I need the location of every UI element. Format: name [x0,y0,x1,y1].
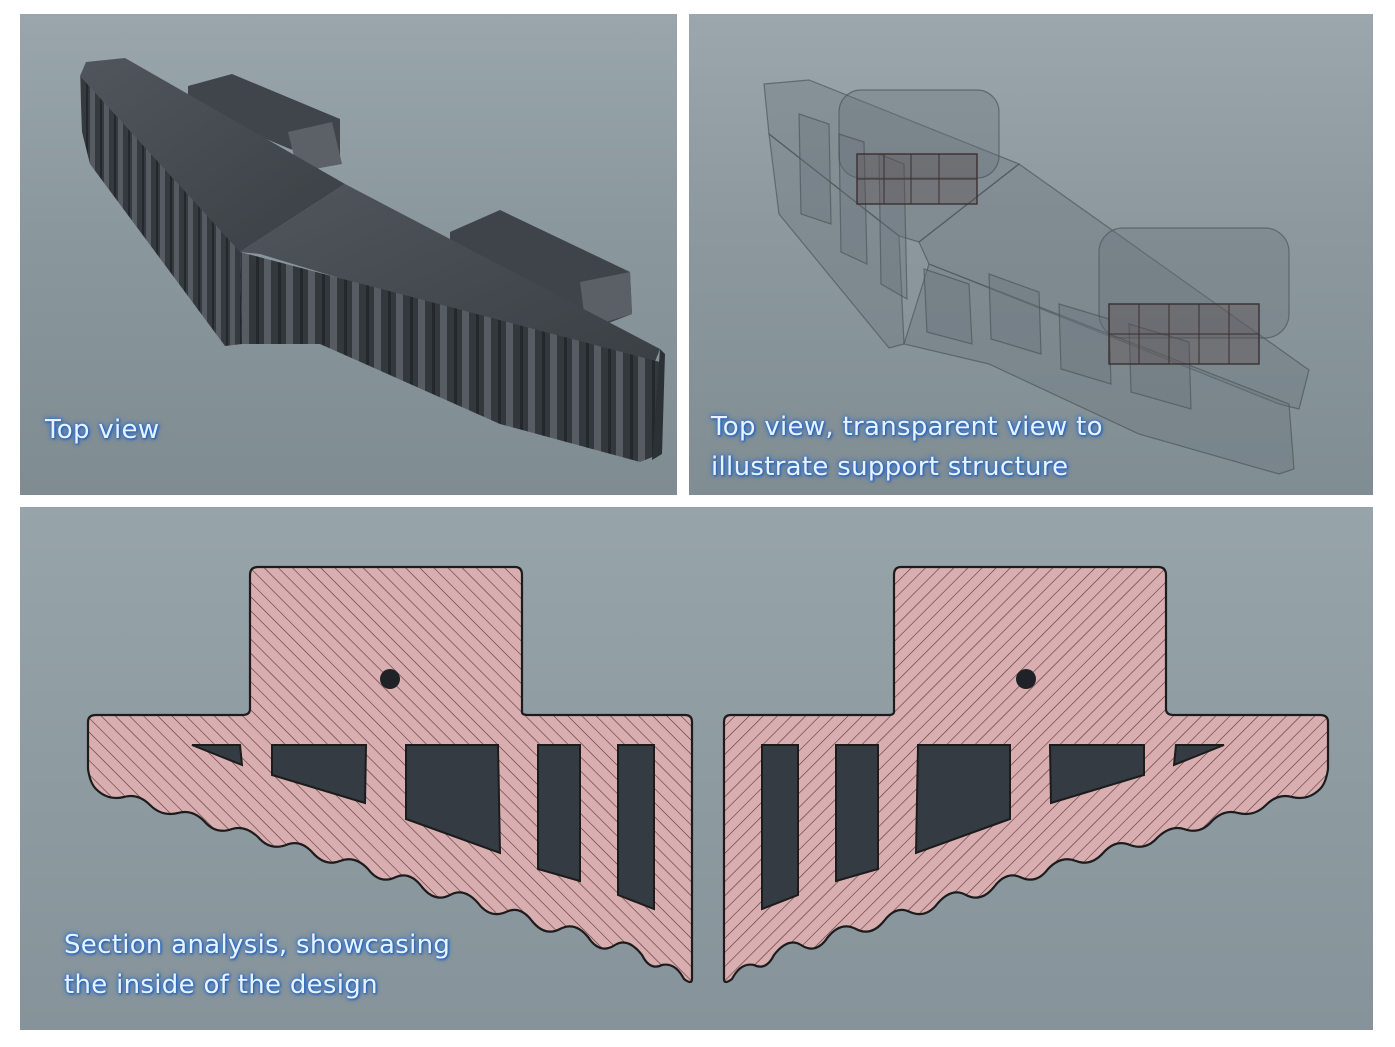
left-cavity-5 [617,744,655,911]
transparent-view-panel: Top view, transparent view to illustrate… [689,14,1373,495]
left-cavity-1 [191,744,244,767]
right-pin-hole [1016,669,1036,689]
left-section [86,565,694,984]
right-cavity-1 [1172,744,1225,767]
right-cavity-3 [914,744,1011,855]
transparent-part-render [763,79,1310,475]
section-analysis-panel: Section analysis, showcasing the inside … [20,507,1373,1030]
left-pin-hole [380,669,400,689]
left-cavity-2 [271,744,368,805]
right-cavity-4 [835,744,879,883]
top-view-caption: Top view [45,415,160,445]
right-section-profile [722,565,1330,984]
left-cavity-4 [537,744,581,883]
transparent-view-caption: Top view, transparent view to illustrate… [711,412,1103,482]
right-cavity-2 [1048,744,1145,805]
solid-part-render [80,58,665,462]
left-section-profile [86,565,694,984]
section-analysis-caption: Section analysis, showcasing the inside … [64,930,451,1000]
right-cavity-5 [761,744,799,911]
top-view-panel: Top view [20,14,677,495]
right-section [722,565,1330,984]
section-drawing [86,565,1330,984]
left-cavity-3 [405,744,502,855]
